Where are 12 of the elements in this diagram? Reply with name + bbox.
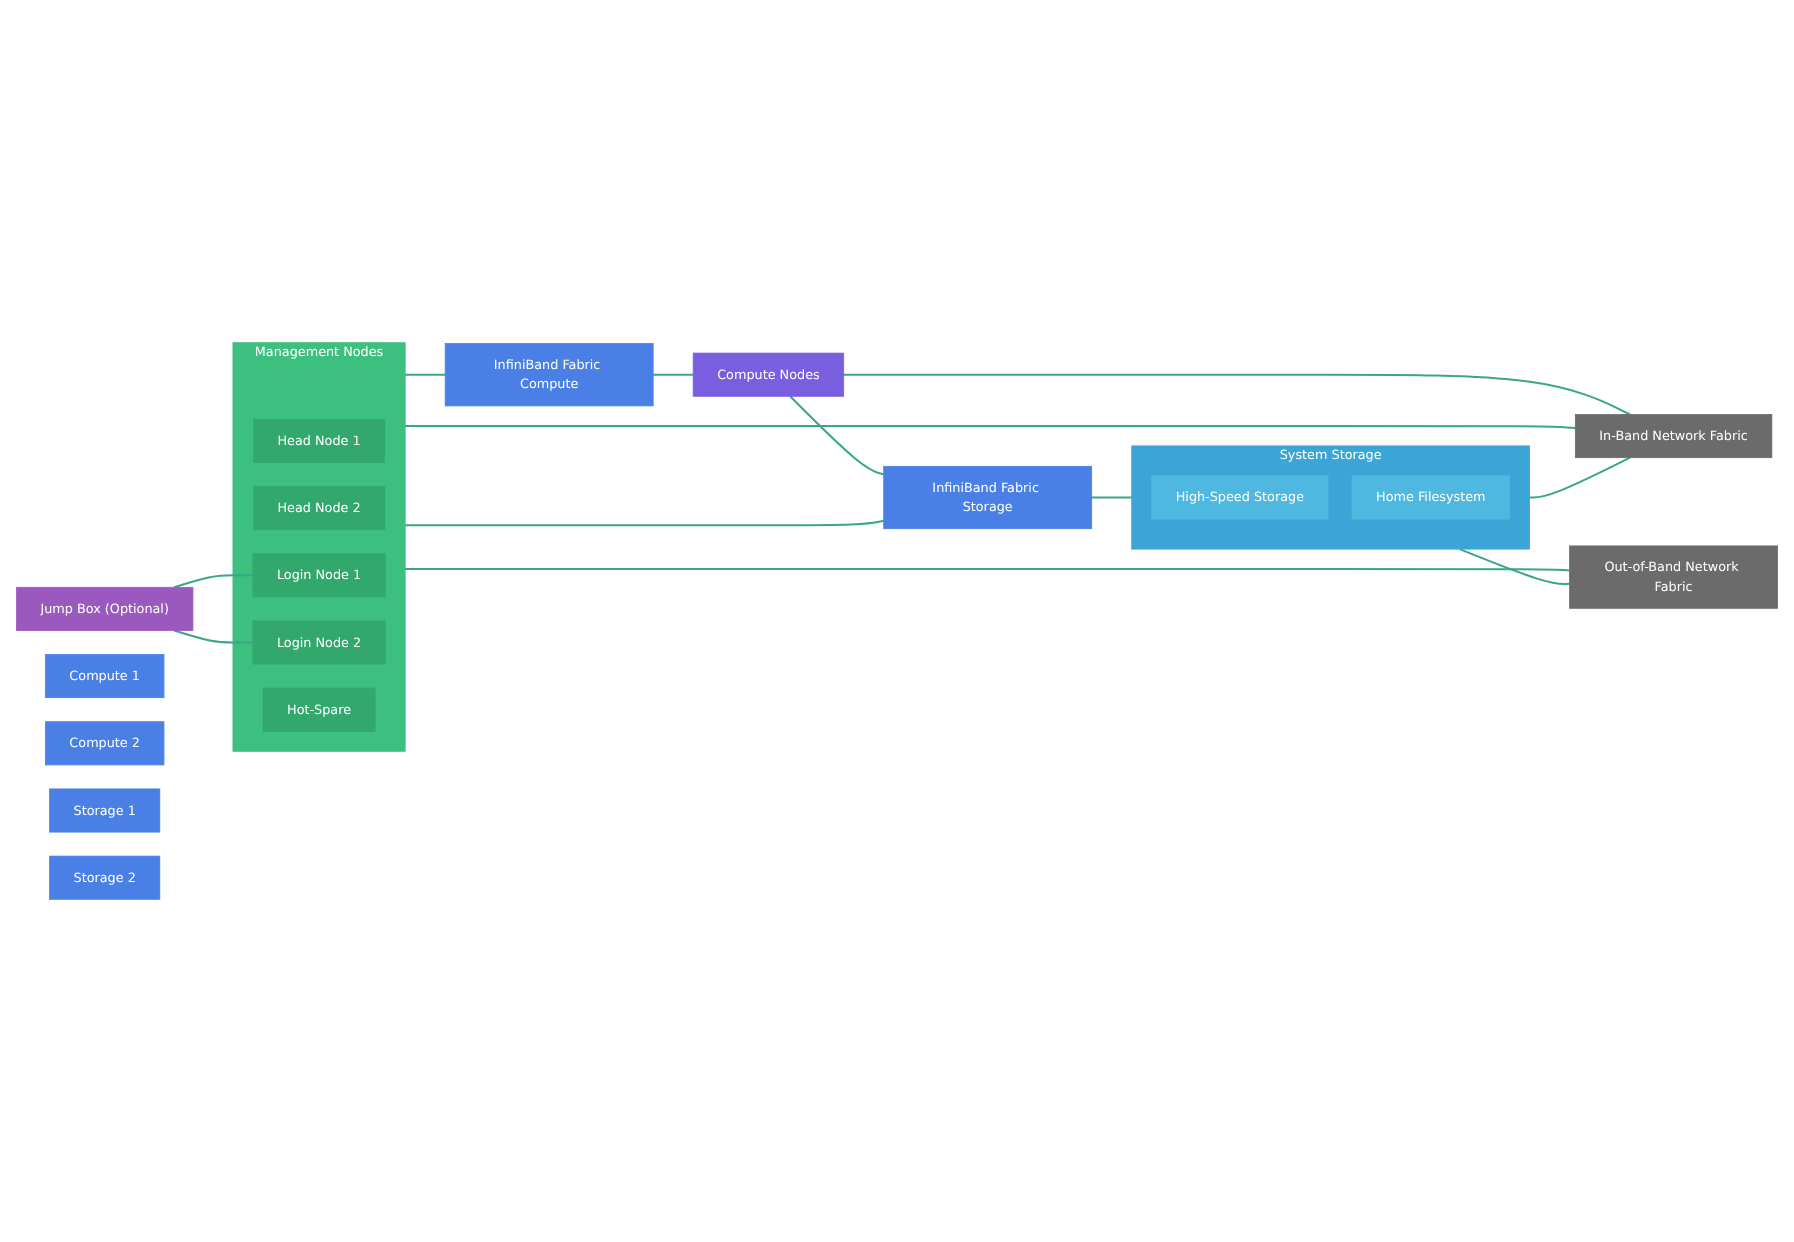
connector [404,373,447,376]
connector [404,424,1577,429]
connector [404,519,885,527]
connector [1528,456,1631,499]
connector [404,568,1571,572]
connector [173,629,254,644]
connector [652,373,695,376]
connector [842,373,1631,416]
connector [789,395,885,476]
connector [173,574,254,589]
connector [1458,548,1571,586]
connector [1090,496,1133,499]
